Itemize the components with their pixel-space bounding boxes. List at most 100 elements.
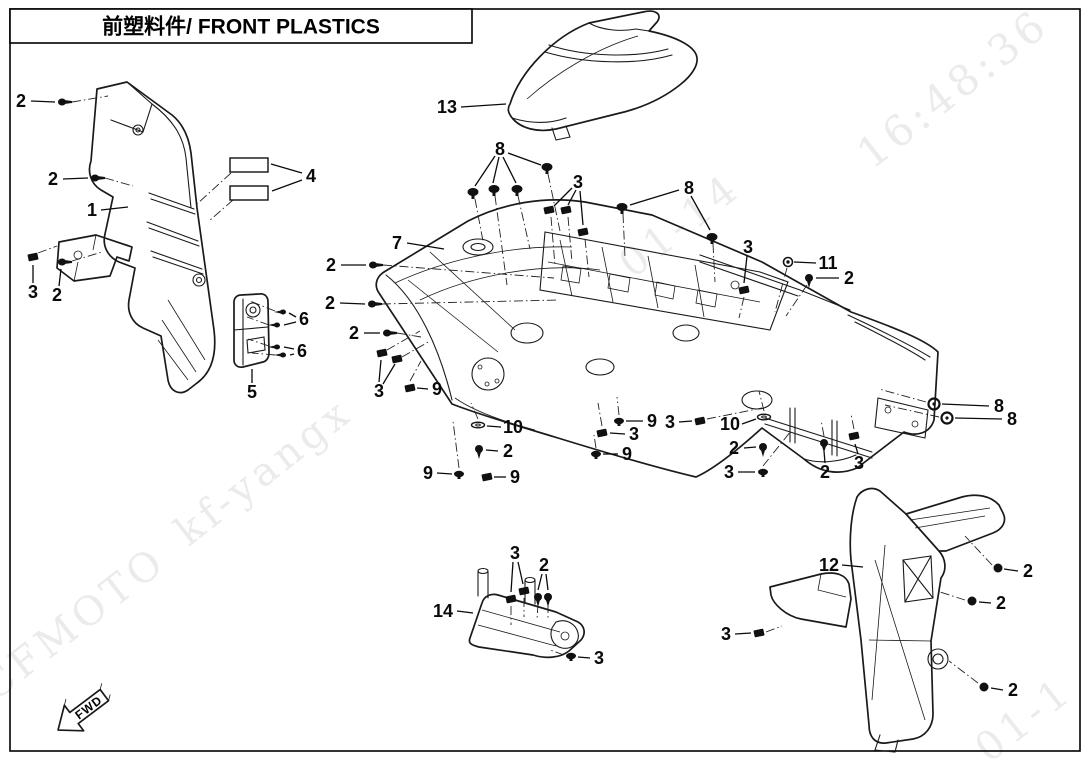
fastener-sl-glyph	[274, 352, 286, 358]
leader-line	[485, 449, 499, 452]
leader-dash-line	[774, 267, 788, 313]
fastener-ba-glyph	[967, 596, 977, 606]
leader-line	[743, 255, 748, 284]
leader-line	[1003, 568, 1019, 572]
leader-dash-line	[584, 238, 590, 278]
callout-6: 6	[247, 338, 307, 361]
fastener-ss-glyph	[58, 98, 72, 106]
leader-line	[609, 432, 626, 435]
fastener-sq-glyph	[596, 428, 608, 438]
callout-3: 3	[543, 172, 590, 278]
leader-dash-line	[762, 430, 792, 467]
leader-line	[378, 359, 382, 383]
callout-number: 2	[844, 268, 854, 288]
callout-3: 3	[549, 648, 604, 668]
leader-line	[283, 321, 297, 326]
leader-dash-line	[246, 316, 270, 326]
part-13-hood	[507, 10, 698, 141]
leader-line	[456, 610, 474, 614]
leader-line	[854, 443, 859, 455]
leader-dash-line	[71, 95, 109, 103]
callout-2: 2	[785, 268, 854, 317]
callout-10: 10	[720, 390, 772, 434]
fastener-pi-glyph	[616, 203, 628, 214]
leader-line	[100, 206, 129, 211]
leader-line	[289, 353, 295, 356]
leader-dash-line	[382, 264, 555, 279]
leader-dash-line	[765, 625, 783, 633]
callout-number: 8	[684, 178, 694, 198]
callout-number: 12	[819, 555, 839, 575]
leader-dash-line	[550, 216, 556, 267]
fastener-pi-glyph	[511, 185, 523, 196]
leader-line	[406, 242, 445, 250]
leader-dash-line	[104, 177, 134, 187]
leader-dash-line	[494, 195, 508, 286]
callout-number: 1	[87, 200, 97, 220]
callout-number: 5	[247, 382, 257, 402]
leader-dash-line	[208, 199, 234, 222]
fastener-ri-glyph	[927, 397, 941, 411]
callout-3: 3	[505, 543, 530, 625]
callout-10: 10	[470, 402, 523, 437]
callout-number: 2	[820, 462, 830, 482]
fastener-pu-glyph	[566, 652, 576, 661]
callout-number: 3	[854, 453, 864, 473]
leader-line	[823, 450, 826, 464]
fastener-pi-glyph	[467, 188, 479, 199]
fastener-ss-glyph	[91, 174, 105, 182]
callout-number: 9	[510, 467, 520, 487]
callout-number: 11	[818, 253, 837, 273]
leader-dash-line	[71, 251, 103, 262]
callout-number: 10	[503, 417, 523, 437]
leader-line	[382, 363, 396, 385]
callout-number: 3	[721, 624, 731, 644]
callout-2: 2	[325, 293, 560, 313]
callout-2: 2	[326, 255, 555, 279]
fwd-arrow: FWD	[57, 683, 111, 732]
callout-number: 3	[374, 381, 384, 401]
callout-8: 8	[467, 139, 561, 286]
fastener-sq-glyph	[505, 594, 517, 604]
part-7-front-fender	[375, 199, 939, 478]
fastener-pi-glyph	[706, 233, 718, 244]
fastener-sl-glyph	[274, 309, 286, 315]
leader-line	[978, 601, 992, 604]
leader-dash-line	[452, 420, 460, 469]
leader-line	[58, 268, 62, 287]
fastener-ss-glyph	[368, 300, 382, 308]
leader-dash-line	[597, 402, 603, 427]
callout-3: 3	[721, 624, 783, 644]
fastener-st-glyph	[475, 445, 483, 459]
leader-dash-line	[712, 243, 716, 283]
callout-3: 3	[596, 402, 639, 444]
leader-dash-line	[878, 388, 927, 403]
leader-line	[271, 179, 303, 192]
watermark-text: 01-1	[967, 668, 1082, 760]
fastener-st-glyph	[759, 443, 767, 457]
callout-number: 6	[297, 341, 307, 361]
callout-number: 9	[423, 463, 433, 483]
leader-line	[941, 403, 990, 407]
watermark-text: 16:48:36	[848, 0, 1058, 178]
leader-line	[436, 472, 453, 475]
fastener-ss-glyph	[369, 261, 383, 269]
callout-number: 3	[724, 462, 734, 482]
callout-14: 14	[433, 601, 474, 621]
callout-3: 3	[724, 430, 792, 482]
callout-3: 3	[374, 330, 431, 401]
callout-number: 8	[994, 396, 1004, 416]
fastener-sq-glyph	[404, 383, 416, 393]
callout-2: 2	[16, 91, 109, 111]
fastener-ss-glyph	[58, 258, 72, 266]
fastener-nu-glyph	[782, 256, 794, 268]
leader-dash-line	[567, 216, 573, 263]
part-14-support-bracket	[468, 567, 585, 659]
callout-9: 9	[481, 467, 520, 487]
fastener-ss-glyph	[383, 329, 397, 337]
fastener-ba-glyph	[979, 682, 989, 692]
leader-line	[577, 656, 591, 659]
fastener-ba-glyph	[993, 563, 1003, 573]
